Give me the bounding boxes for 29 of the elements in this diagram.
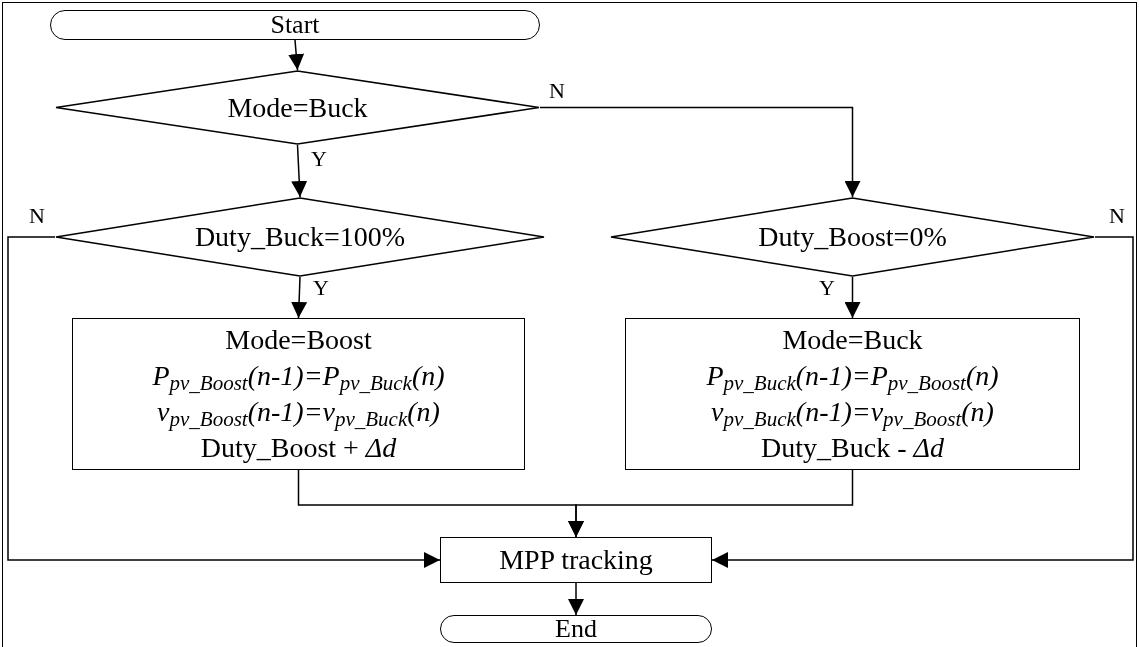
arrow [568,582,584,616]
formula-text: Duty_Boost + Δd [200,431,397,465]
node-label: Mode=Boost [225,323,372,357]
arrow [291,276,308,319]
arrow [711,236,1134,568]
formula-text: P$_{pv_Boost}$(n-1)=P$_{pv_Buck}$(n) [152,359,445,394]
node-label: Duty_Boost=0% [758,220,947,254]
arrow [568,469,854,538]
node-label: Duty_Buck=100% [194,220,406,254]
decision-diamond [55,70,540,145]
process-box [440,537,712,583]
arrow [7,236,441,568]
formula-text: v$_{pv_Boost}$(n-1)=v$_{pv_Buck}$(n) [157,395,440,430]
arrow [539,106,861,198]
node-label: MPP tracking [499,543,653,577]
process-box [72,318,525,470]
formula-text: Duty_Buck - Δd [761,431,944,465]
arrow [288,39,305,71]
arrow [291,144,308,198]
process-box [625,318,1080,470]
arrow [844,276,861,319]
formula-text: P$_{pv_Buck}$(n-1)=P$_{pv_Boost}$(n) [706,359,999,394]
node-label: Mode=Buck [782,323,923,357]
node-label: Mode=Buck [227,90,368,125]
decision-diamond [610,197,1095,277]
decision-diamond [55,197,545,277]
formula-text: v$_{pv_Buck}$(n-1)=v$_{pv_Boost}$(n) [711,395,994,430]
terminal-shape: End [440,615,712,643]
terminal-shape: Start [50,10,540,40]
